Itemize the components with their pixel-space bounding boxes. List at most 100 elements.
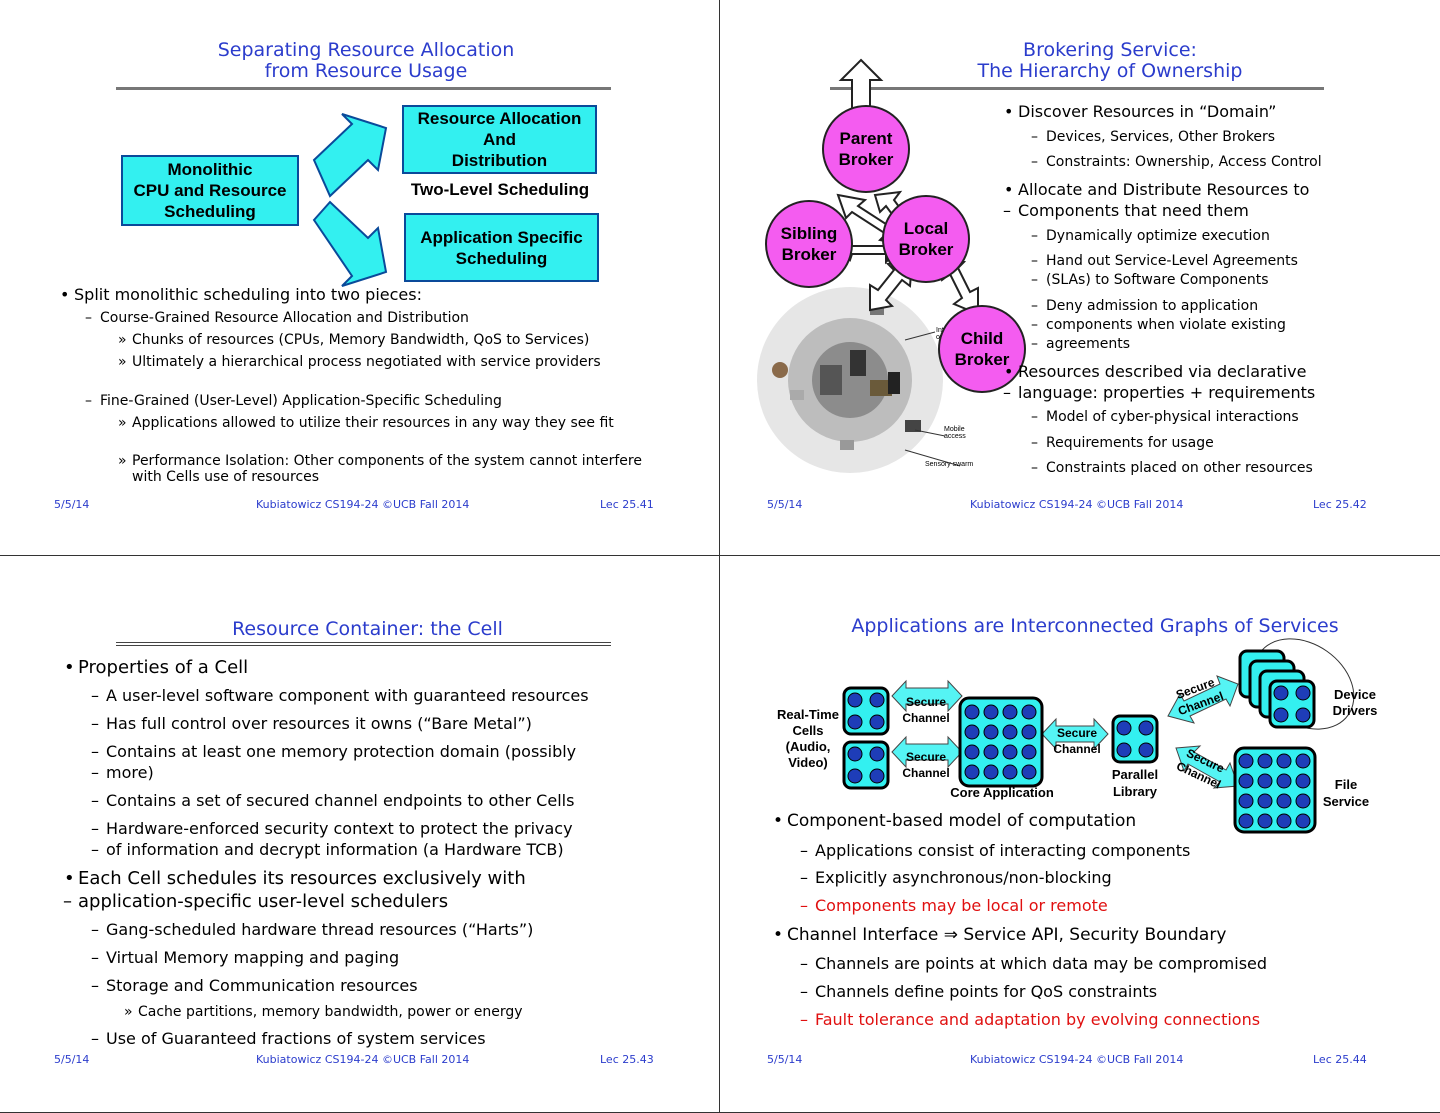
slide-42: Brokering Service: The Hierarchy of Owne…	[720, 0, 1440, 556]
realtime-cell-top	[842, 686, 890, 736]
device-drivers-stack	[1238, 649, 1316, 729]
slide-44: Applications are Interconnected Graphs o…	[720, 556, 1440, 1113]
bullet-l2: Contains at least one memory protection …	[91, 742, 576, 761]
bullet-l3: Applications allowed to utilize their re…	[118, 415, 672, 431]
bullet-l2: Devices, Services, Other Brokers	[1031, 128, 1275, 147]
bullet-l1: Component-based model of computation	[773, 811, 1136, 832]
slide-title: Resource Container: the Cell	[232, 618, 503, 640]
label-line: Secure	[905, 750, 947, 764]
broker-line: Broker	[781, 245, 837, 264]
broker-line: Broker	[954, 350, 1010, 369]
bullet-l2: Storage and Communication resources	[91, 976, 418, 995]
bullet-l2: Applications consist of interacting comp…	[800, 841, 1190, 860]
arrow-up-icon	[838, 58, 884, 111]
footer-course: Kubiatowicz CS194-24 ©UCB Fall 2014	[256, 498, 470, 511]
bullet-l1: Each Cell schedules its resources exclus…	[64, 868, 526, 890]
bullet-cont: more)	[91, 763, 154, 782]
bullet-l2: Channels are points at which data may be…	[800, 954, 1267, 973]
label-line: Channel	[902, 766, 950, 780]
label-line: Device	[1334, 687, 1376, 702]
bullet-l2: Has full control over resources it owns …	[91, 714, 532, 733]
title-rule	[116, 87, 611, 90]
bullet-l2: Use of Guaranteed fractions of system se…	[91, 1029, 486, 1048]
footer-date: 5/5/14	[54, 1053, 90, 1066]
box-line: Monolithic	[167, 160, 253, 179]
split-arrows	[312, 113, 388, 287]
bullet-cont: language: properties + requirements	[1003, 382, 1315, 403]
label-line: Service	[1322, 794, 1370, 809]
footer-course: Kubiatowicz CS194-24 ©UCB Fall 2014	[970, 498, 1184, 511]
label-line: Channel	[902, 711, 950, 725]
bullet-cont: components when violate existing	[1031, 316, 1286, 335]
label-line: (Audio,	[785, 739, 831, 754]
label-line: Channel	[1053, 742, 1101, 756]
bullet-l3: Ultimately a hierarchical process negoti…	[118, 354, 632, 370]
arrow-down-right-icon	[312, 200, 388, 287]
bullet-cont: agreements	[1031, 335, 1130, 354]
bullet-l2-highlight: Fault tolerance and adaptation by evolvi…	[800, 1010, 1260, 1029]
bullet-l2: Deny admission to application	[1031, 297, 1258, 316]
broker-line: Sibling	[780, 224, 838, 243]
box-line: And	[482, 130, 517, 149]
two-level-label: Two-Level Scheduling	[410, 180, 590, 199]
bullet-l1: Properties of a Cell	[64, 657, 248, 679]
label-line: Real-Time	[777, 707, 839, 722]
bullet-l2: Requirements for usage	[1031, 434, 1214, 453]
arrow-up-right-icon	[312, 113, 388, 198]
broker-line: Child	[960, 329, 1004, 348]
photo-label: Sensory swarm	[925, 461, 974, 468]
label-line: Cells	[792, 723, 824, 738]
bullet-l1: Split monolithic scheduling into two pie…	[60, 284, 422, 305]
bullet-l2: A user-level software component with gua…	[91, 686, 589, 705]
label-line: Mobile	[944, 426, 965, 433]
bullet-l2: Channels define points for QoS constrain…	[800, 982, 1157, 1001]
bullet-l3: Chunks of resources (CPUs, Memory Bandwi…	[118, 332, 677, 348]
label-line: Secure	[1056, 726, 1098, 740]
bullet-l2: Hand out Service-Level Agreements	[1031, 252, 1298, 271]
broker-line: Broker	[838, 150, 894, 169]
bullet-l3: Cache partitions, memory bandwidth, powe…	[124, 1004, 523, 1020]
title-rule	[116, 642, 611, 646]
bullet-l2: Hardware-enforced security context to pr…	[91, 819, 573, 838]
slide-title: Brokering Service: The Hierarchy of Owne…	[860, 40, 1360, 82]
bullet-l2: Course-Grained Resource Allocation and D…	[85, 309, 469, 328]
footer-lecture: Lec 25.41	[600, 498, 654, 511]
bullet-l2: Contains a set of secured channel endpoi…	[91, 791, 574, 810]
core-application-label: Core Application	[950, 785, 1054, 800]
footer-course: Kubiatowicz CS194-24 ©UCB Fall 2014	[256, 1053, 470, 1066]
bullet-l2: Gang-scheduled hardware thread resources…	[91, 920, 533, 939]
box-line: Scheduling	[455, 248, 548, 268]
bullet-l2: Virtual Memory mapping and paging	[91, 948, 399, 967]
title-line-2: from Resource Usage	[264, 60, 468, 82]
box-line: Scheduling	[164, 202, 256, 221]
bullet-l2: Model of cyber-physical interactions	[1031, 408, 1299, 427]
realtime-cell-bottom	[842, 740, 890, 790]
bullet-cont: Components that need them	[1003, 200, 1249, 221]
slide-43: Resource Container: the Cell Properties …	[0, 556, 720, 1113]
bullet-l2-highlight: Components may be local or remote	[800, 896, 1108, 915]
bullet-cont: (SLAs) to Software Components	[1031, 271, 1268, 290]
title-rule	[830, 87, 1324, 90]
box-line: Application Specific	[420, 227, 583, 247]
bullet-cont: application-specific user-level schedule…	[63, 891, 448, 913]
title-line-2: The Hierarchy of Ownership	[977, 60, 1243, 82]
bullet-l2: Fine-Grained (User-Level) Application-Sp…	[85, 392, 502, 411]
slide-41: Separating Resource Allocation from Reso…	[0, 0, 720, 556]
label-line: File	[1334, 777, 1358, 792]
footer-date: 5/5/14	[767, 498, 803, 511]
bullet-l2: Constraints placed on other resources	[1031, 459, 1313, 478]
bullet-l1: Allocate and Distribute Resources to	[1004, 179, 1309, 200]
bullet-l2: Explicitly asynchronous/non-blocking	[800, 868, 1112, 887]
